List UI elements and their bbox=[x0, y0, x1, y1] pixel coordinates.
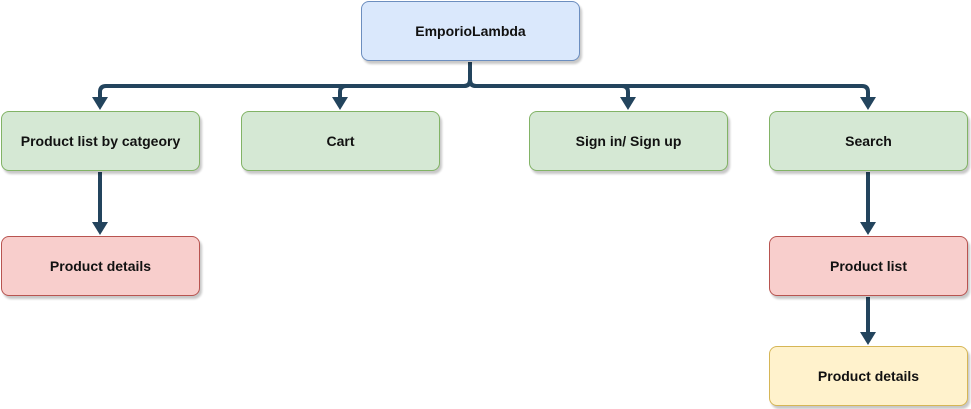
node-emporio-lambda: EmporioLambda bbox=[361, 1, 580, 61]
node-label: Sign in/ Sign up bbox=[575, 133, 682, 149]
node-product-details-search: Product details bbox=[769, 346, 968, 406]
edge-root-to-sign-in bbox=[468, 62, 630, 105]
node-label: Cart bbox=[326, 133, 355, 149]
node-sign-in-sign-up: Sign in/ Sign up bbox=[529, 111, 728, 171]
node-cart: Cart bbox=[241, 111, 440, 171]
node-label: EmporioLambda bbox=[415, 23, 526, 39]
node-label: Search bbox=[845, 133, 892, 149]
node-product-list: Product list bbox=[769, 236, 968, 296]
arrowhead-category-list bbox=[92, 97, 108, 110]
arrowhead-cart bbox=[332, 97, 348, 110]
arrowhead-product-list bbox=[860, 222, 876, 235]
node-label: Product list by catgeory bbox=[20, 133, 181, 149]
node-label: Product details bbox=[817, 368, 920, 384]
edge-root-to-category-list bbox=[98, 62, 472, 105]
node-label: Product details bbox=[49, 258, 152, 274]
arrowhead-product-details-category bbox=[92, 222, 108, 235]
node-product-details-category: Product details bbox=[1, 236, 200, 296]
node-product-list-by-category: Product list by catgeory bbox=[1, 111, 200, 171]
node-search: Search bbox=[769, 111, 968, 171]
node-label: Product list bbox=[829, 258, 907, 274]
arrowhead-sign-in bbox=[620, 97, 636, 110]
arrowhead-search bbox=[860, 97, 876, 110]
edge-root-to-cart bbox=[338, 62, 472, 105]
arrowhead-product-details-search bbox=[860, 332, 876, 345]
edge-root-to-search bbox=[468, 62, 870, 105]
